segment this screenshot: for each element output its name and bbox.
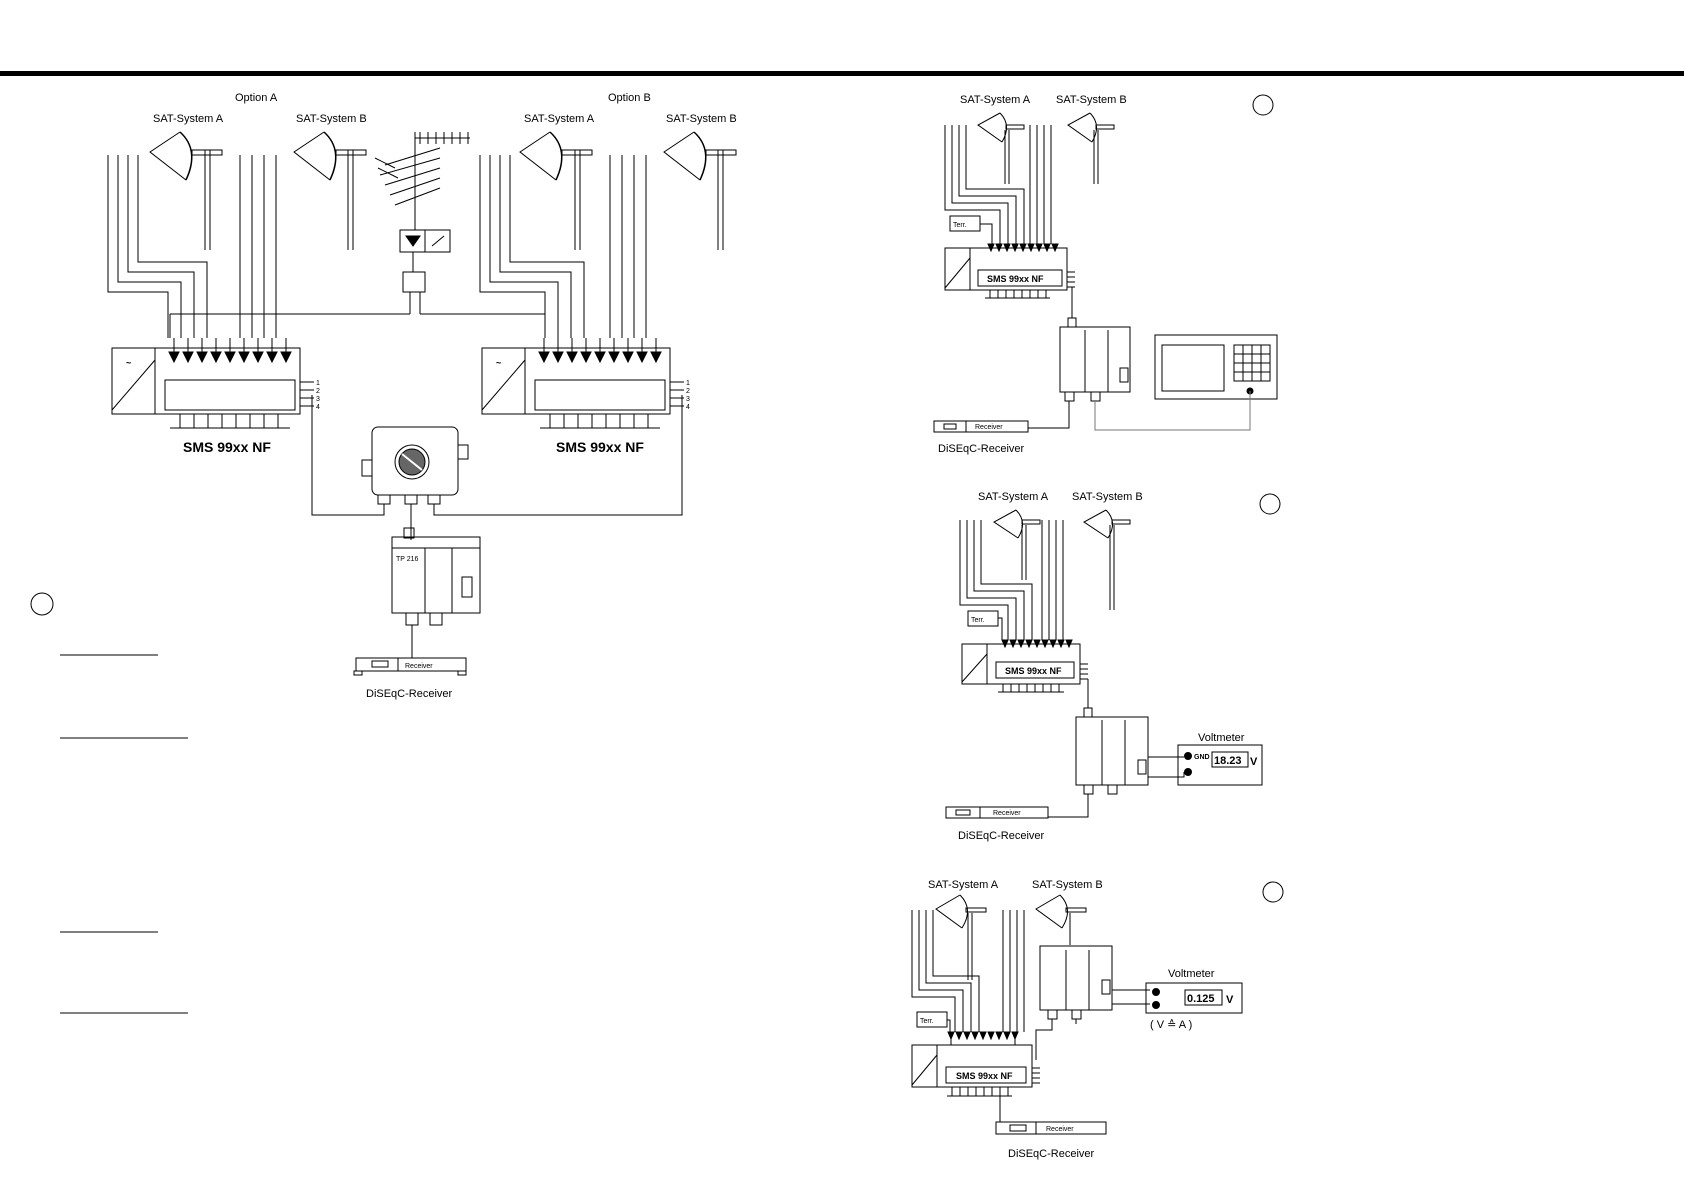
panel3-voltmeter-label: Voltmeter bbox=[1168, 968, 1215, 980]
left-diagram: Option A SAT-System A SAT-System B Optio… bbox=[30, 92, 737, 1014]
panel2-sys-a-label: SAT-System A bbox=[978, 491, 1049, 503]
option-b-sys-a-label: SAT-System A bbox=[524, 113, 595, 125]
panel1-sys-a-label: SAT-System A bbox=[960, 94, 1031, 106]
output-number: 2 bbox=[316, 388, 320, 395]
panel3-terr-label: Terr. bbox=[920, 1018, 934, 1025]
output-number: 2 bbox=[686, 388, 690, 395]
dish-icon bbox=[663, 131, 737, 250]
dish-icon bbox=[935, 894, 987, 980]
panel1-receiver-label: Receiver bbox=[975, 424, 1003, 431]
output-number: 1 bbox=[686, 380, 690, 387]
option-b-sys-b-label: SAT-System B bbox=[666, 113, 737, 125]
multiswitch-a: ~ bbox=[111, 338, 314, 429]
panel3-note: ( V ≙ A ) bbox=[1150, 1019, 1192, 1031]
receiver-icon bbox=[353, 657, 467, 676]
panel2-voltage-reading: 18.23 bbox=[1214, 755, 1242, 767]
panel3-multiswitch bbox=[911, 1044, 1033, 1088]
dish-icon bbox=[149, 131, 223, 250]
section-marker-icon bbox=[30, 592, 54, 616]
panel3-voltage-reading: 0.125 bbox=[1187, 993, 1215, 1005]
output-number: 1 bbox=[316, 380, 320, 387]
panel2-terr-label: Terr. bbox=[971, 617, 985, 624]
voltmeter-icon bbox=[1177, 744, 1263, 786]
output-number: 4 bbox=[686, 404, 690, 411]
dish-icon bbox=[1035, 894, 1087, 945]
panel1-diseqc-receiver-label: DiSEqC-Receiver bbox=[938, 443, 1025, 455]
panel1-terr-label: Terr. bbox=[953, 222, 967, 229]
panel2-diseqc-receiver-label: DiSEqC-Receiver bbox=[958, 830, 1045, 842]
diseqc-switch-icon bbox=[361, 426, 469, 505]
panel3-sys-a-label: SAT-System A bbox=[928, 879, 999, 891]
panel3-voltage-unit: V bbox=[1226, 994, 1234, 1006]
section-marker-icon bbox=[1252, 94, 1274, 116]
tp216-tester bbox=[1039, 945, 1113, 1020]
panel2-receiver-label: Receiver bbox=[993, 810, 1021, 817]
tp216-tester bbox=[1059, 317, 1131, 402]
dish-icon bbox=[519, 131, 593, 250]
tp216-tester bbox=[1075, 707, 1149, 795]
top-rule bbox=[0, 71, 1684, 76]
panel3-switch-label: SMS 99xx NF bbox=[956, 1071, 1013, 1081]
option-a-sys-a-label: SAT-System A bbox=[153, 113, 224, 125]
output-number: 4 bbox=[316, 404, 320, 411]
option-a-label: Option A bbox=[235, 92, 278, 104]
output-number: 3 bbox=[316, 396, 320, 403]
multiswitch-a-label: SMS 99xx NF bbox=[183, 439, 271, 455]
panel-2: SAT-System A SAT-System B Terr. bbox=[945, 491, 1281, 842]
dish-icon bbox=[977, 112, 1025, 184]
dish-icon bbox=[1067, 112, 1115, 184]
amplifier-icon bbox=[399, 222, 451, 314]
multiswitch-b: ~ bbox=[481, 338, 684, 429]
dish-icon bbox=[293, 131, 367, 250]
svg-text:~: ~ bbox=[126, 358, 131, 368]
section-marker-icon bbox=[1262, 881, 1284, 903]
receiver-icon bbox=[933, 420, 1029, 433]
terrestrial-antenna-icon bbox=[374, 132, 470, 230]
panel2-sys-b-label: SAT-System B bbox=[1072, 491, 1143, 503]
multiswitch-b-label: SMS 99xx NF bbox=[556, 439, 644, 455]
dish-icon bbox=[1083, 509, 1131, 610]
output-number: 3 bbox=[686, 396, 690, 403]
voltmeter-icon bbox=[1145, 982, 1243, 1014]
receiver-icon bbox=[945, 806, 1049, 819]
panel-1: SAT-System A SAT-System B Terr. bbox=[933, 94, 1278, 455]
panel3-diseqc-receiver-label: DiSEqC-Receiver bbox=[1008, 1148, 1095, 1160]
panel1-switch-label: SMS 99xx NF bbox=[987, 274, 1044, 284]
panel3-sys-b-label: SAT-System B bbox=[1032, 879, 1103, 891]
panel3-receiver-label: Receiver bbox=[1046, 1126, 1074, 1133]
option-b-label: Option B bbox=[608, 92, 651, 104]
spectrum-analyzer-icon bbox=[1154, 334, 1278, 400]
section-marker-icon bbox=[1259, 493, 1281, 515]
panel2-voltage-unit: V bbox=[1250, 756, 1258, 768]
receiver-icon bbox=[995, 1096, 1107, 1135]
svg-text:TP 216: TP 216 bbox=[396, 556, 419, 563]
panel1-sys-b-label: SAT-System B bbox=[1056, 94, 1127, 106]
panel-3: SAT-System A SAT-System B Terr. bbox=[911, 879, 1284, 1160]
tp216-tester: TP 216 bbox=[391, 527, 481, 626]
receiver-label: Receiver bbox=[405, 663, 433, 670]
option-a-sys-b-label: SAT-System B bbox=[296, 113, 367, 125]
diseqc-receiver-label: DiSEqC-Receiver bbox=[366, 688, 453, 700]
panel2-gnd-label: GND bbox=[1194, 754, 1210, 761]
panel2-voltmeter-label: Voltmeter bbox=[1198, 732, 1245, 744]
svg-text:~: ~ bbox=[496, 358, 501, 368]
panel2-switch-label: SMS 99xx NF bbox=[1005, 666, 1062, 676]
dish-icon bbox=[993, 509, 1041, 580]
